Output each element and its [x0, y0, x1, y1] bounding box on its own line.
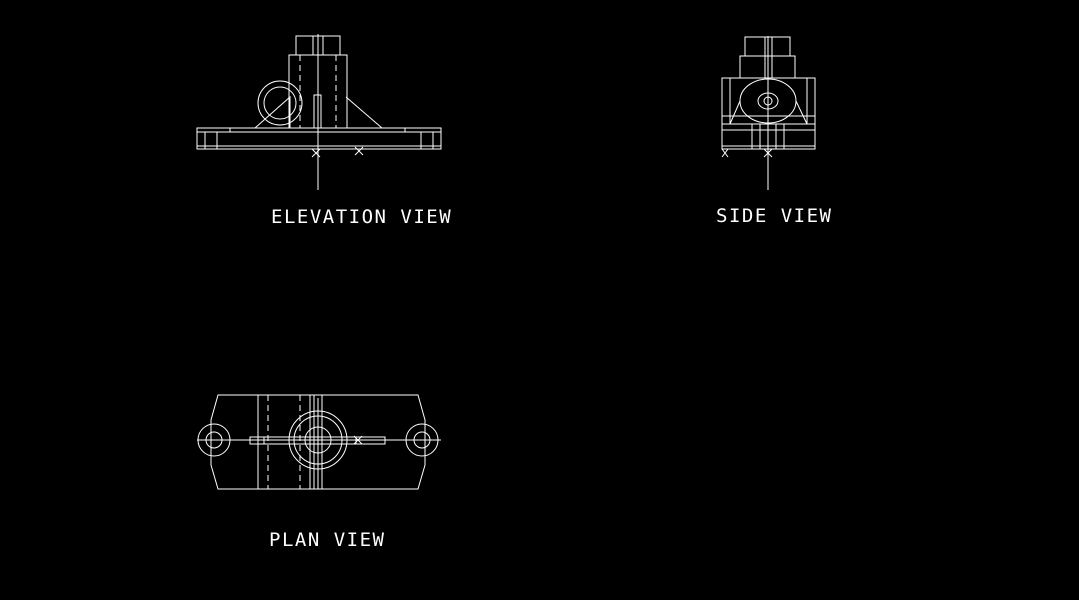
plan-lug-right-outer: [405, 423, 439, 457]
plan-lug-left-outer: [197, 423, 231, 457]
elevation-pipe-outer: [257, 80, 303, 126]
elevation-pipe-inner: [263, 86, 297, 120]
plan-lug-right-inner: [413, 431, 431, 449]
elevation-gusset-right: [345, 96, 383, 129]
elevation-base-plate: [196, 131, 442, 150]
plan-base-outline: [210, 394, 426, 490]
plan-view-label: PLAN VIEW: [269, 529, 386, 551]
elevation-gusset-left: [254, 95, 291, 129]
plan-lug-left-inner: [205, 431, 223, 449]
side-view-label: SIDE VIEW: [716, 205, 833, 227]
elevation-view-label: ELEVATION VIEW: [271, 206, 453, 228]
